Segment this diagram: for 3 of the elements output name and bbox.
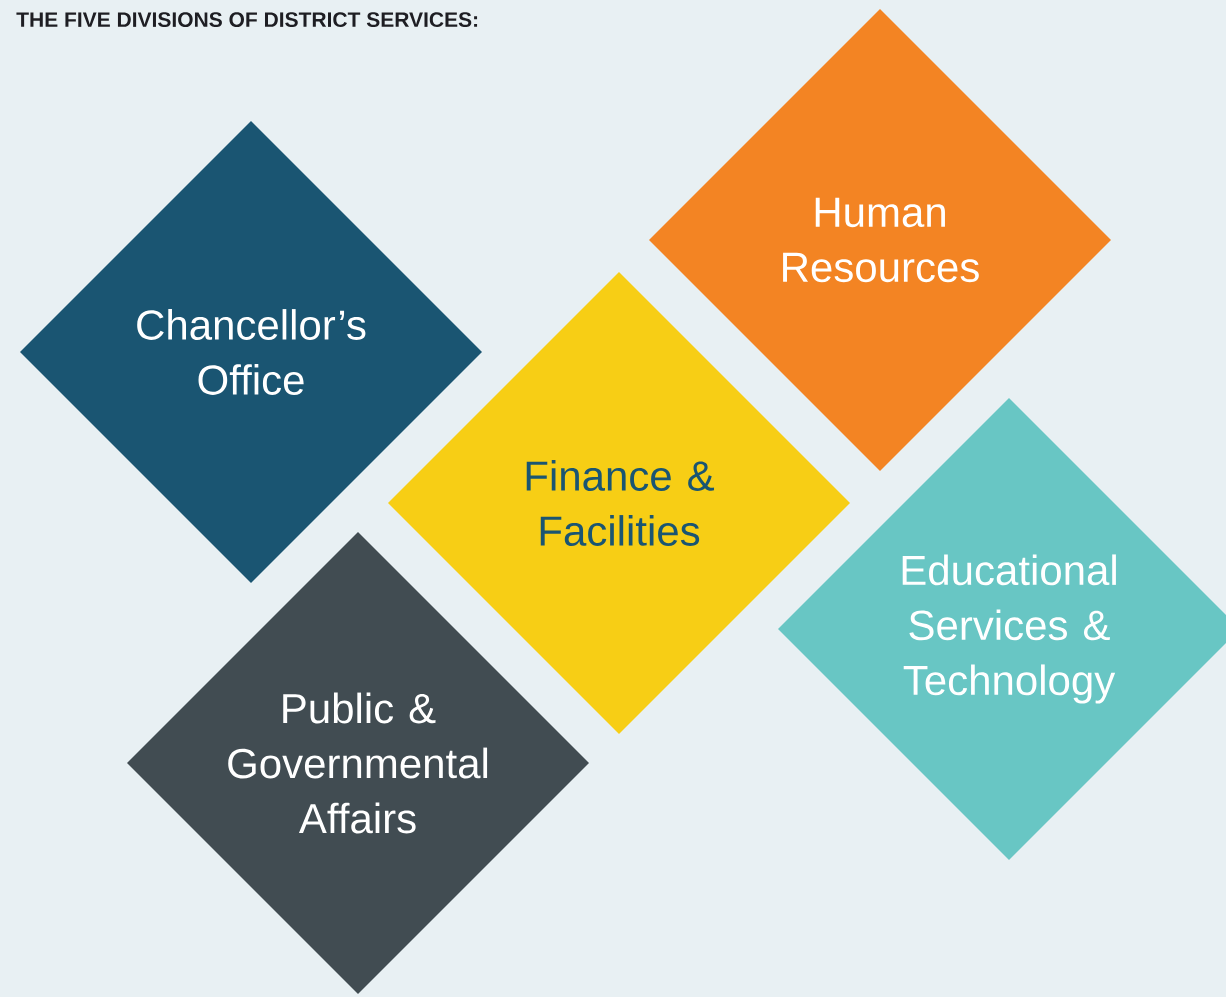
diamond-box: Chancellor’s Office — [20, 121, 482, 583]
title: THE FIVE DIVISIONS OF DISTRICT SERVICES: — [16, 12, 478, 28]
diamond-box: Educational Services & Technology — [778, 398, 1226, 860]
